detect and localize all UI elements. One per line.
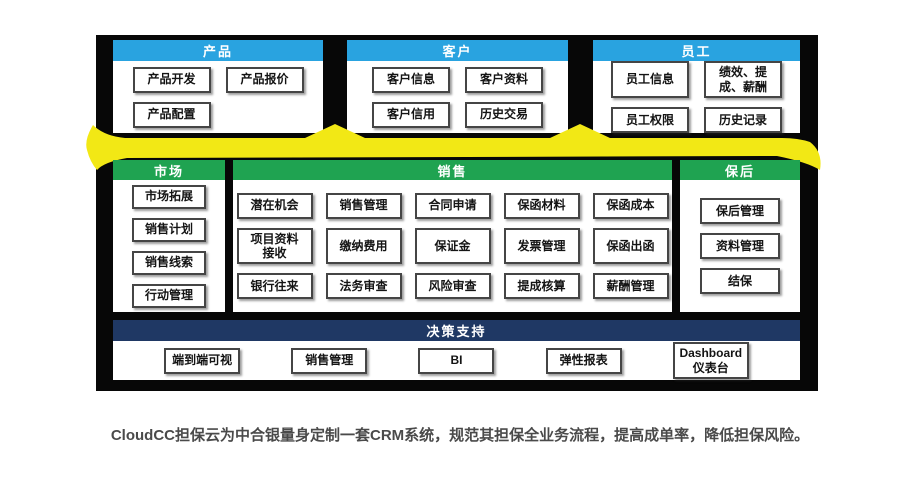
diagram-caption: CloudCC担保云为中合银量身定制一套CRM系统，规范其担保全业务流程，提高成… <box>110 427 810 444</box>
module-block: 薪酬管理 <box>592 273 669 300</box>
module-block: 保后管理 <box>700 198 780 224</box>
module-block: 历史交易 <box>465 101 543 128</box>
panel-sales: 销售 潜在机会 销售管理 合同申请 保函材料 保函成本 项目资料 接收 缴纳费用… <box>233 160 672 312</box>
panel-sales-body: 潜在机会 销售管理 合同申请 保函材料 保函成本 项目资料 接收 缴纳费用 保证… <box>233 180 672 312</box>
module-block: 保函材料 <box>503 192 580 219</box>
panel-customer-title: 客户 <box>347 40 568 61</box>
module-block: BI <box>418 347 495 374</box>
module-block: 资料管理 <box>700 233 780 259</box>
module-block: 合同申请 <box>414 192 491 219</box>
module-block: 行动管理 <box>132 283 206 308</box>
module-block: 银行往来 <box>236 273 313 300</box>
module-block: 客户资料 <box>465 66 543 93</box>
panel-post-guarantee-body: 保后管理 资料管理 结保 <box>680 180 800 312</box>
panel-customer: 客户 客户信息 客户资料 客户信用 历史交易 <box>347 40 568 133</box>
panel-post-guarantee: 保后 保后管理 资料管理 结保 <box>680 160 800 312</box>
module-block: 市场拓展 <box>132 184 206 209</box>
module-block: 法务审查 <box>325 273 402 300</box>
module-block: 产品配置 <box>132 101 211 128</box>
module-block: 销售管理 <box>291 347 368 374</box>
decision-support-bar: 决策支持 <box>113 320 800 341</box>
module-block: 销售线索 <box>132 250 206 275</box>
module-block: 客户信息 <box>372 66 450 93</box>
module-block: 风险审查 <box>414 273 491 300</box>
module-block: 销售计划 <box>132 217 206 242</box>
panel-employee-title: 员工 <box>593 40 800 61</box>
panel-product-body: 产品开发 产品报价 产品配置 <box>113 61 323 133</box>
module-block: 产品开发 <box>132 66 211 93</box>
module-block: 潜在机会 <box>236 192 313 219</box>
panel-post-guarantee-title: 保后 <box>680 160 800 180</box>
module-block: 绩效、提 成、薪酬 <box>704 61 782 98</box>
panel-product-title: 产品 <box>113 40 323 61</box>
module-block: 缴纳费用 <box>325 227 402 265</box>
module-block: 员工权限 <box>611 106 689 133</box>
panel-employee: 员工 员工信息 绩效、提 成、薪酬 员工权限 历史记录 <box>593 40 800 133</box>
module-block: 项目资料 接收 <box>236 227 313 265</box>
module-block: 历史记录 <box>704 106 782 133</box>
panel-market-title: 市场 <box>113 160 225 180</box>
module-block: 发票管理 <box>503 227 580 265</box>
module-block: 保函出函 <box>592 227 669 265</box>
panel-sales-title: 销售 <box>233 160 672 180</box>
yellow-ribbon-separator <box>86 124 821 170</box>
panel-market: 市场 市场拓展 销售计划 销售线索 行动管理 <box>113 160 225 312</box>
module-block: 员工信息 <box>611 61 689 98</box>
panel-market-body: 市场拓展 销售计划 销售线索 行动管理 <box>113 180 225 312</box>
decision-support-body: 端到端可视 销售管理 BI 弹性报表 Dashboard 仪表台 <box>113 341 800 380</box>
module-block: 产品报价 <box>225 66 304 93</box>
module-block: 销售管理 <box>325 192 402 219</box>
module-block: 结保 <box>700 268 780 294</box>
module-block: 端到端可视 <box>164 347 241 374</box>
module-block: 客户信用 <box>372 101 450 128</box>
module-block: 弹性报表 <box>545 347 622 374</box>
module-block: 保函成本 <box>592 192 669 219</box>
panel-employee-body: 员工信息 绩效、提 成、薪酬 员工权限 历史记录 <box>593 61 800 133</box>
module-block: 保证金 <box>414 227 491 265</box>
module-block: Dashboard 仪表台 <box>672 342 749 379</box>
module-block: 提成核算 <box>503 273 580 300</box>
panel-product: 产品 产品开发 产品报价 产品配置 <box>113 40 323 133</box>
panel-customer-body: 客户信息 客户资料 客户信用 历史交易 <box>347 61 568 133</box>
